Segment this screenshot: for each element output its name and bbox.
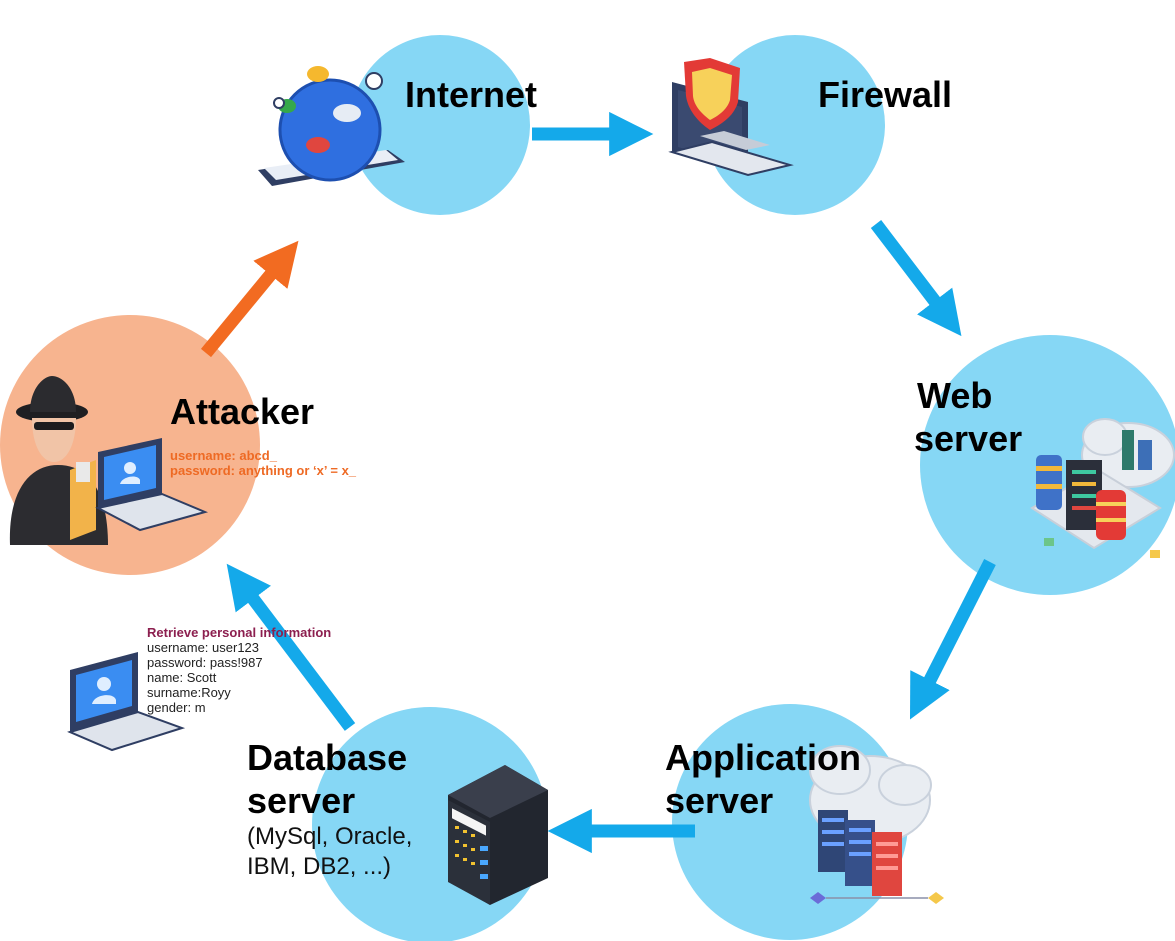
arrow-attacker-to-internet [200,240,299,358]
attacker-username: username: abcd_ [170,448,277,463]
retrieved-info-line: password: pass!987 [147,655,263,670]
web-server-label-line2: server [914,418,1023,459]
globe-chat-icon [258,66,405,186]
server-cloud-icon [809,745,944,904]
retrieved-info-block: Retrieve personal information username: … [147,625,331,715]
retrieved-info-line: gender: m [147,700,206,715]
firewall-label: Firewall [818,74,953,115]
application-server-label-line2: server [665,780,774,821]
database-server-detail-line1: (MySql, Oracle, [247,823,413,850]
attacker-password: password: anything or ‘x’ = x_ [170,463,357,478]
laptop-shield-icon [668,58,794,177]
hacker-laptop-icon [9,376,209,545]
application-server-label-line1: Application [665,737,861,778]
attacker-credentials: username: abcd_ password: anything or ‘x… [170,448,356,478]
retrieved-info-line: name: Scott [147,670,217,685]
server-tower-icon [448,765,548,905]
server-cloud-icon [1030,418,1175,558]
web-server-label-line1: Web [917,375,993,416]
arrow-web-server-to-application-server [909,559,996,720]
arrow-database-server-to-attacker [226,563,356,731]
retrieved-info-title: Retrieve personal information [147,625,332,640]
retrieved-info-line: username: user123 [147,640,260,655]
arrow-firewall-to-web-server [870,220,962,337]
internet-node-circle [350,35,530,215]
laptop-user-icon [67,652,186,752]
internet-label: Internet [405,74,538,115]
retrieved-info-line: surname:Royy [147,685,231,700]
database-server-label-line1: Database [247,737,408,778]
database-server-detail-line2: IBM, DB2, ...) [247,853,392,880]
database-server-label-line2: server [247,780,356,821]
attacker-label: Attacker [170,391,315,432]
